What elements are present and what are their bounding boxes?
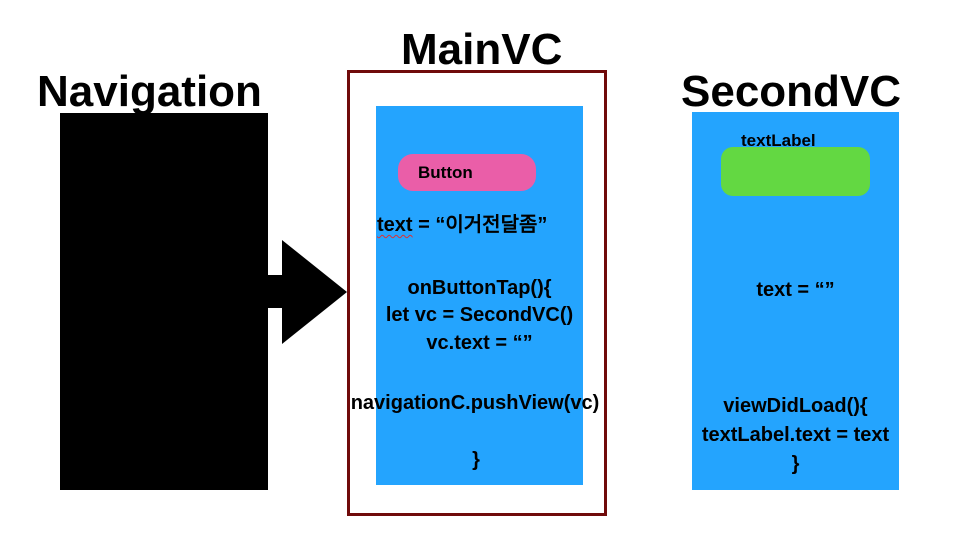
main-line-vc: let vc = SecondVC(): [385, 304, 574, 326]
main-vc-frame: [347, 70, 607, 516]
push-arrow-icon: [262, 240, 347, 344]
second-line-assign: textLabel.text = text: [701, 424, 890, 446]
main-text-value: = “이거전달좀”: [412, 214, 548, 236]
text-label-box: [721, 147, 870, 196]
main-button-label: Button: [418, 162, 473, 182]
main-line-push: navigationC.pushView(vc): [350, 392, 600, 414]
text-label-caption: textLabel: [741, 131, 816, 150]
second-func-open: viewDidLoad(){: [723, 395, 868, 417]
navigation-title: Navigation: [37, 67, 262, 116]
main-button[interactable]: Button: [398, 154, 536, 191]
main-text-declaration: text = “이거전달좀”: [377, 213, 547, 237]
main-line-text: vc.text = “”: [426, 332, 533, 354]
second-func-close: }: [791, 453, 800, 475]
main-func-open: onButtonTap(){: [407, 277, 552, 299]
main-func-close: }: [472, 449, 480, 471]
second-vc-title: SecondVC: [681, 67, 902, 116]
main-vc-title: MainVC: [401, 25, 563, 74]
main-text-var: text: [377, 214, 413, 236]
navigation-block: [60, 113, 268, 490]
second-text-declaration: text = “”: [756, 279, 835, 301]
